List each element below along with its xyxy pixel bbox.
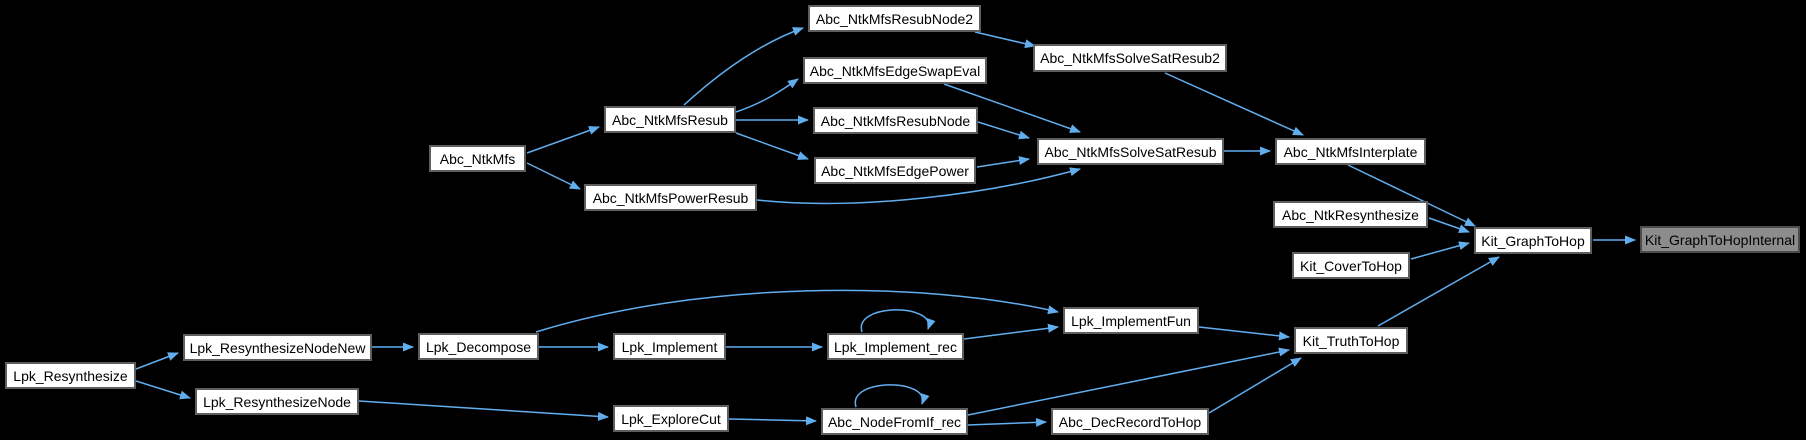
edge-resynthesize-to-node [135, 380, 191, 400]
node-abc-ntkmfssolvesatresub[interactable]: Abc_NtkMfsSolveSatResub [1037, 138, 1224, 165]
node-lpk-resynthesize[interactable]: Lpk_Resynthesize [5, 362, 136, 389]
node-lpk-implementfun[interactable]: Lpk_ImplementFun [1063, 307, 1199, 334]
edge-decompose-to-implementfun [535, 289, 1059, 333]
edge-nodefromif-rec-to-decrecordtohop [967, 417, 1047, 427]
node-kit-graphtohopinternal: Kit_GraphToHopInternal [1640, 226, 1800, 253]
edge-resynthesizenode-to-explorecut [358, 400, 609, 421]
node-abc-ntkmfspowerresub[interactable]: Abc_NtkMfsPowerResub [584, 184, 757, 211]
node-lpk-implement[interactable]: Lpk_Implement [613, 333, 726, 360]
node-lpk-decompose[interactable]: Lpk_Decompose [418, 333, 539, 360]
node-abc-nodefromif-rec[interactable]: Abc_NodeFromIf_rec [821, 408, 968, 435]
node-lpk-resynthesizenodenew[interactable]: Lpk_ResynthesizeNodeNew [183, 334, 372, 361]
node-abc-ntkmfssolvesatresub2[interactable]: Abc_NtkMfsSolveSatResub2 [1033, 44, 1227, 72]
node-abc-ntkmfsedgepower[interactable]: Abc_NtkMfsEdgePower [814, 157, 976, 184]
edge-ntkmfs-to-powerresub [526, 162, 581, 190]
node-kit-truthtohop[interactable]: Kit_TruthToHop [1294, 327, 1408, 354]
node-lpk-implement-rec[interactable]: Lpk_Implement_rec [827, 333, 964, 360]
node-abc-ntkresynthesize[interactable]: Abc_NtkResynthesize [1273, 201, 1428, 228]
edge-explorecut-to-nodefromif-rec [728, 416, 817, 426]
edge-resub-to-edgeswapeval [735, 78, 799, 113]
edge-resub-to-resubnode2 [683, 27, 804, 106]
edge-resubnode-to-solvesatresub [977, 121, 1030, 140]
node-kit-covertohop[interactable]: Kit_CoverToHop [1292, 252, 1410, 279]
node-kit-graphtohop[interactable]: Kit_GraphToHop [1474, 227, 1592, 254]
node-abc-ntkmfsresub[interactable]: Abc_NtkMfsResub [604, 106, 736, 133]
edge-solvesatresub2-to-interplate [1164, 72, 1304, 136]
node-abc-ntkmfsedgeswapeval[interactable]: Abc_NtkMfsEdgeSwapEval [803, 57, 987, 84]
edge-truthtohop-to-graphtohop [1377, 256, 1500, 327]
edge-nodefromif-rec-to-truthtohop [967, 347, 1290, 416]
edge-interplate-to-graphtohop [1347, 164, 1476, 227]
edge-resynthesize-to-nodenew [135, 352, 179, 370]
edge-implement-rec-self-loop [860, 309, 936, 333]
edge-resub-to-edgepower [735, 132, 809, 160]
node-abc-ntkmfsresubnode2[interactable]: Abc_NtkMfsResubNode2 [808, 5, 981, 32]
node-abc-ntkmfsresubnode[interactable]: Abc_NtkMfsResubNode [813, 107, 978, 134]
node-abc-decrecordtohop[interactable]: Abc_DecRecordToHop [1051, 408, 1209, 435]
edge-nodefromif-rec-self-loop [854, 384, 930, 408]
node-abc-ntkmfsinterplate[interactable]: Abc_NtkMfsInterplate [1275, 138, 1426, 165]
edge-ntkresynthesize-to-graphtohop [1428, 217, 1470, 233]
edge-covertohop-to-graphtohop [1410, 241, 1470, 260]
edge-edgepower-to-solvesatresub [976, 156, 1030, 168]
edge-ntkmfs-to-resub [526, 126, 600, 154]
edge-implement-rec-to-implementfun [963, 323, 1059, 340]
edge-resubnode2-to-solvesatresub2 [974, 31, 1036, 49]
edge-decrecordtohop-to-truthtohop [1208, 357, 1302, 414]
edge-edgeswapeval-to-solvesatresub [943, 83, 1081, 133]
edge-powerresub-to-solvesatresub [756, 167, 1081, 205]
edge-implementfun-to-truthtohop [1198, 326, 1290, 341]
node-lpk-explorecut[interactable]: Lpk_ExploreCut [613, 405, 729, 432]
node-lpk-resynthesizenode[interactable]: Lpk_ResynthesizeNode [195, 388, 359, 415]
node-abc-ntkmfs[interactable]: Abc_NtkMfs [429, 145, 526, 172]
